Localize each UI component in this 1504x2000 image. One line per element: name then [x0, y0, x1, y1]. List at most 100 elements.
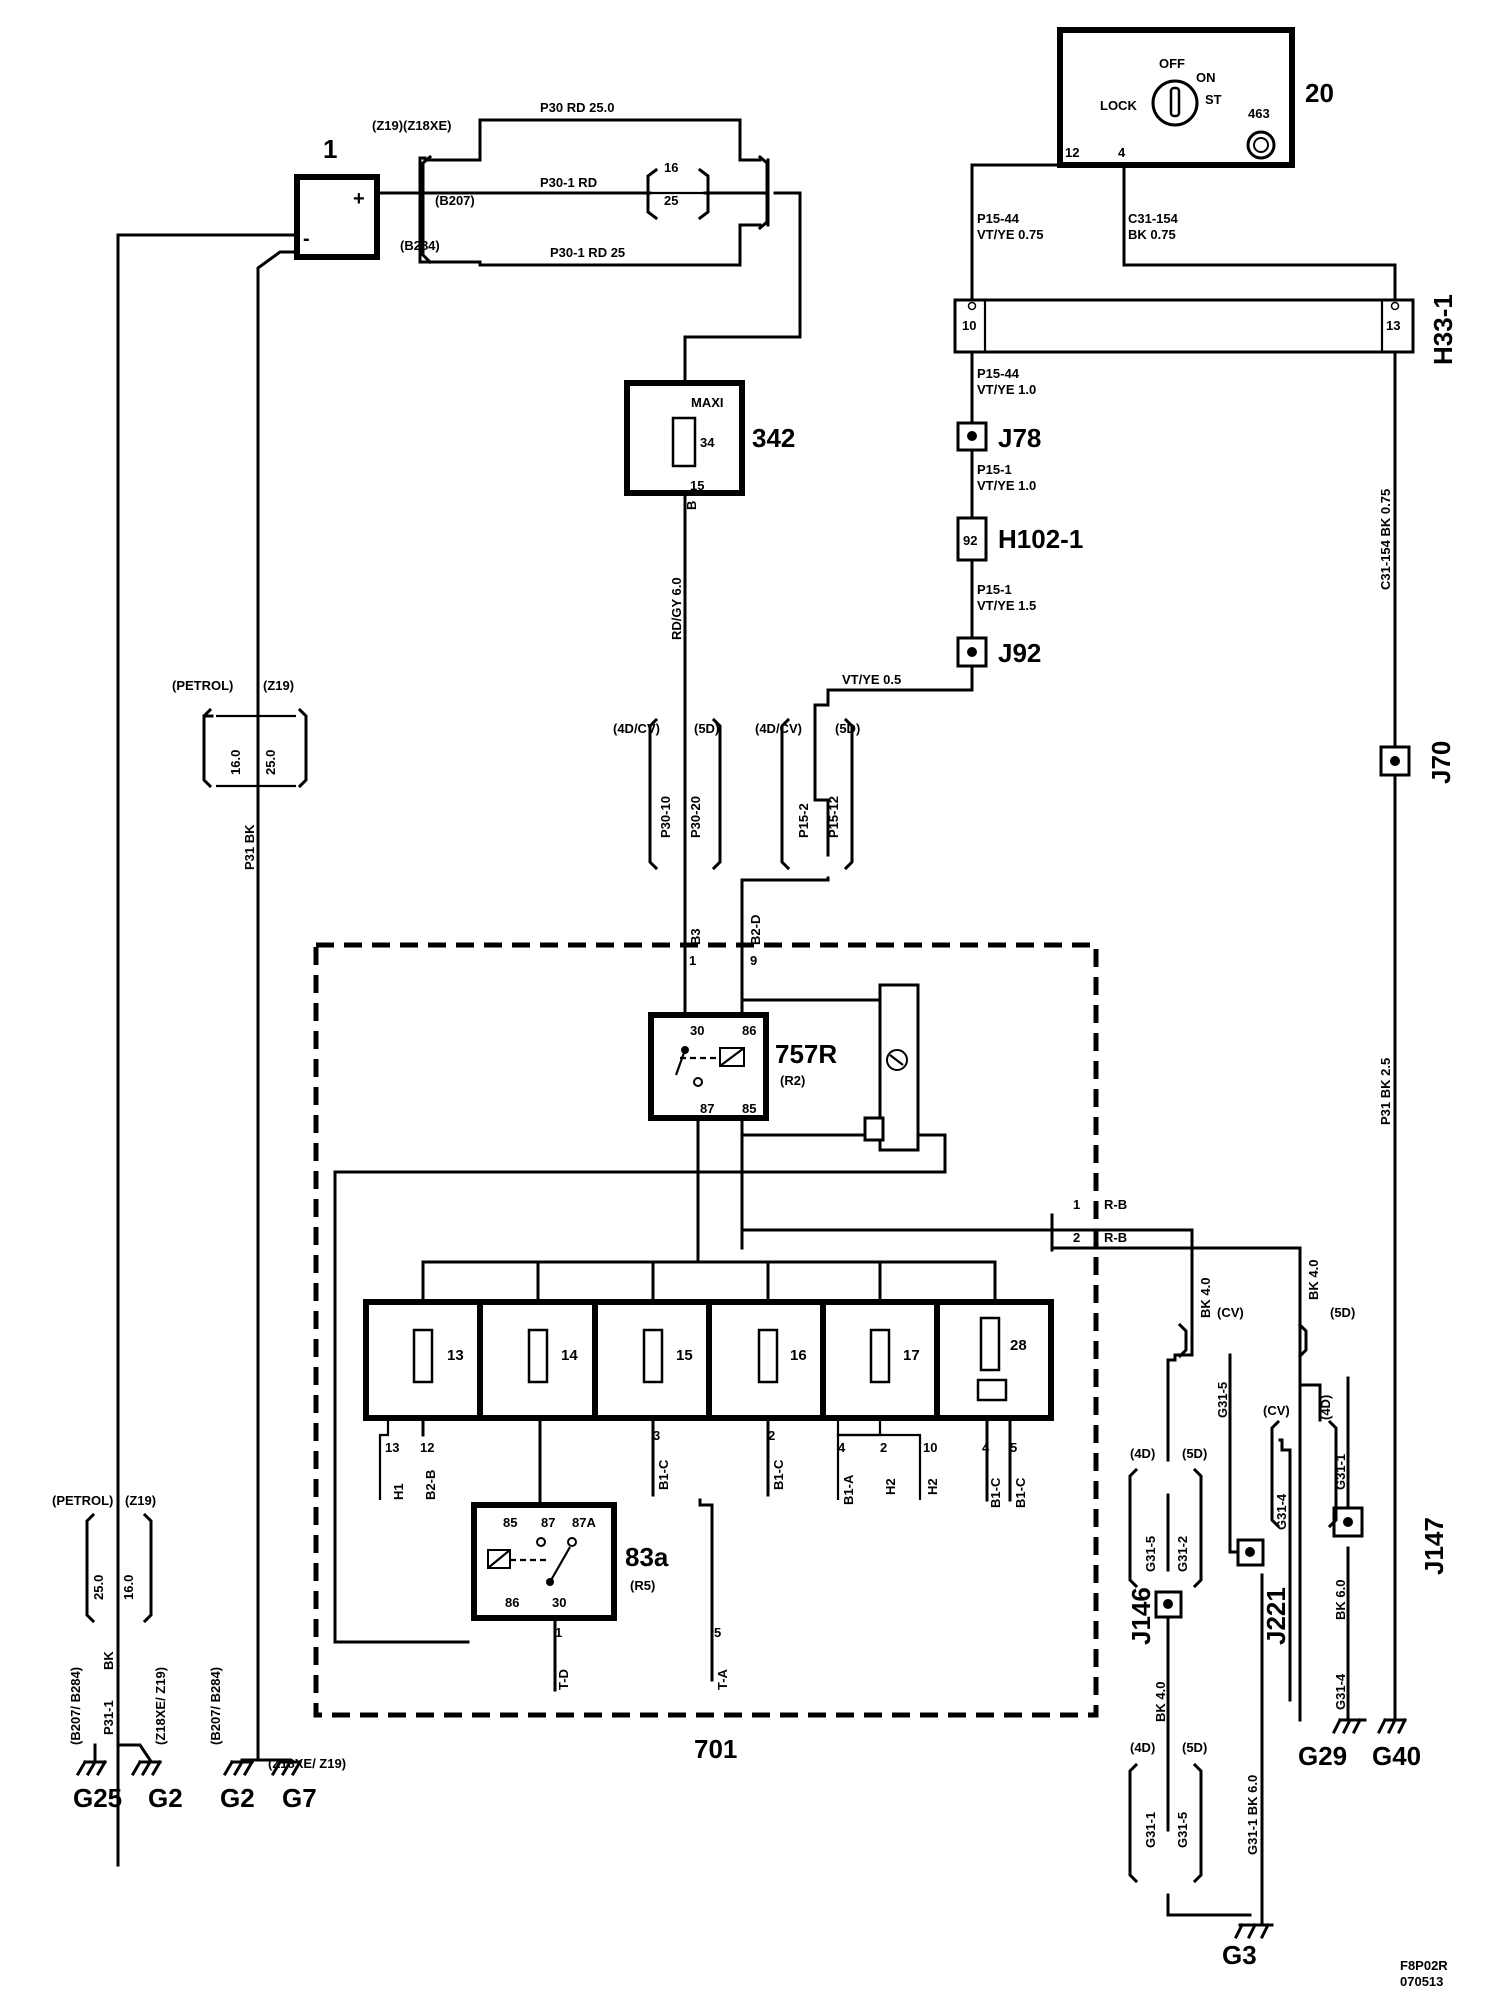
r83-id: 83a — [625, 1542, 669, 1572]
lbl-h1-13: 13 — [385, 1440, 399, 1455]
splice-brackets — [421, 154, 769, 265]
battery-minus: - — [303, 228, 310, 250]
ground-g7: G7 — [282, 1783, 317, 1813]
lbl-5d-a: (5D) — [694, 721, 719, 736]
lbl-p31-1: P31-1 — [101, 1700, 116, 1735]
lbl-b1c-d: B1-C — [1013, 1477, 1028, 1508]
lbl-25-b: 25.0 — [91, 1575, 106, 1600]
ground-g3-icon — [1233, 1922, 1274, 1940]
ground-g7-icon — [256, 1758, 303, 1777]
lbl-b2b: B2-B — [423, 1470, 438, 1500]
lbl-c31-154: C31-154 — [1128, 211, 1179, 226]
lbl-ta: T-A — [715, 1668, 730, 1690]
lbl-b2d-pin: 9 — [750, 953, 757, 968]
lbl-b284: (B284) — [400, 238, 440, 253]
lbl-h2b: H2 — [925, 1478, 940, 1495]
r83-p86: 86 — [505, 1595, 519, 1610]
lbl-petrol-a: (PETROL) — [172, 678, 233, 693]
lbl-g31-4-a: G31-4 — [1274, 1493, 1289, 1530]
fuse-15: 15 — [676, 1347, 693, 1364]
ign-off: OFF — [1159, 56, 1185, 71]
r83-p87: 87 — [541, 1515, 555, 1530]
lbl-vtye-075: VT/YE 0.75 — [977, 227, 1043, 242]
lbl-p15-2: P15-2 — [796, 803, 811, 838]
lbl-g31-1-bk60: G31-1 BK 6.0 — [1245, 1775, 1260, 1855]
lbl-b1a: B1-A — [841, 1474, 856, 1505]
junction-j221: J221 — [1261, 1587, 1291, 1645]
lbl-p15-44-a: P15-44 — [977, 211, 1020, 226]
lbl-petrol-b: (PETROL) — [52, 1493, 113, 1508]
lbl-p4b: 4 — [982, 1440, 990, 1455]
lbl-b3: B3 — [688, 928, 703, 945]
lbl-16-b: 16.0 — [121, 1575, 136, 1600]
h33-pin-b: 13 — [1386, 318, 1400, 333]
r83-out1: 1 — [555, 1625, 562, 1640]
connector-brackets — [85, 707, 1338, 1884]
ground-g29: G29 — [1298, 1741, 1347, 1771]
lbl-g31-1-b: G31-1 — [1143, 1812, 1158, 1848]
lbl-bk-075: BK 0.75 — [1128, 227, 1176, 242]
lbl-rb1: R-B — [1104, 1197, 1127, 1212]
lbl-rb2-pin: 2 — [1073, 1230, 1080, 1245]
lbl-p2b: 2 — [880, 1440, 887, 1455]
lbl-bk40-c: BK 4.0 — [1153, 1682, 1168, 1722]
lbl-b207-b284-b: (B207/ B284) — [208, 1667, 223, 1745]
ign-sub: 463 — [1248, 106, 1270, 121]
fuse-13-icon — [412, 1328, 434, 1384]
ground-g3: G3 — [1222, 1940, 1257, 1970]
junction-j146: J146 — [1126, 1587, 1156, 1645]
footer-code1: F8P02R — [1400, 1958, 1448, 1973]
r83-sub: (R5) — [630, 1578, 655, 1593]
maxi-fuse: MAXI 34 15 342 B — [624, 380, 795, 510]
maxi-conn: B — [684, 501, 699, 510]
lbl-p15-12: P15-12 — [826, 796, 841, 838]
lbl-g31-4-b: G31-4 — [1333, 1673, 1348, 1710]
lbl-5d-e: (5D) — [1182, 1740, 1207, 1755]
wire-labels: (Z19)(Z18XE) P30 RD 25.0 (B207) P30-1 RD… — [52, 100, 1393, 1855]
r83-out5: 5 — [714, 1625, 721, 1640]
lbl-h1-12: 12 — [420, 1440, 434, 1455]
r757-p85: 85 — [742, 1101, 756, 1116]
junction-j147: J147 — [1419, 1517, 1449, 1575]
lbl-5d-c: (5D) — [1330, 1305, 1355, 1320]
lbl-p10: 10 — [923, 1440, 937, 1455]
battery: 1 + - — [294, 134, 380, 260]
lbl-b1c-b: B1-C — [771, 1459, 786, 1490]
lbl-4dcv-a: (4D/CV) — [613, 721, 660, 736]
lbl-g31-5-b: G31-5 — [1143, 1536, 1158, 1572]
ground-g25: G25 — [73, 1783, 122, 1813]
lbl-p30-rd-25: P30 RD 25.0 — [540, 100, 614, 115]
lbl-p3: 3 — [653, 1428, 660, 1443]
lbl-p2a: 2 — [768, 1428, 775, 1443]
maxi-id: 342 — [752, 423, 795, 453]
lbl-p31-bk-25: P31 BK 2.5 — [1378, 1058, 1393, 1125]
lbl-cv-b: (CV) — [1263, 1403, 1290, 1418]
lbl-bk-c: BK — [101, 1651, 116, 1670]
relay-83a: 85 87 87A 86 30 83a (R5) 1 5 — [471, 1502, 721, 1640]
driver-module-tab — [863, 1116, 885, 1142]
ign-st: ST — [1205, 92, 1222, 107]
lbl-b2d: B2-D — [748, 915, 763, 945]
maxi-pin: 15 — [690, 478, 704, 493]
fuse-13: 13 — [447, 1347, 464, 1364]
lbl-c31-154-bk: C31-154 BK 0.75 — [1378, 489, 1393, 590]
r83-p30: 30 — [552, 1595, 566, 1610]
ign-pin4: 4 — [1118, 145, 1126, 160]
lbl-p5: 5 — [1010, 1440, 1017, 1455]
lbl-p4a: 4 — [838, 1440, 846, 1455]
lbl-vtye-10b: VT/YE 1.0 — [977, 478, 1036, 493]
lbl-g31-1-a: G31-1 — [1333, 1454, 1348, 1490]
lbl-z19-z18xe: (Z19)(Z18XE) — [372, 118, 451, 133]
lbl-h1: H1 — [391, 1483, 406, 1500]
fusebox-id: 701 — [694, 1734, 737, 1764]
relay-driver-module — [863, 983, 920, 1152]
battery-plus: + — [353, 188, 365, 210]
lbl-25-a: 25.0 — [263, 750, 278, 775]
r83-p87a: 87A — [572, 1515, 596, 1530]
h33-pin-a: 10 — [962, 318, 976, 333]
lbl-vtye-15: VT/YE 1.5 — [977, 598, 1036, 613]
lbl-p15-1-b: P15-1 — [977, 582, 1012, 597]
battery-id: 1 — [323, 134, 337, 164]
lbl-b1c-c: B1-C — [988, 1477, 1003, 1508]
lbl-cv-a: (CV) — [1217, 1305, 1244, 1320]
